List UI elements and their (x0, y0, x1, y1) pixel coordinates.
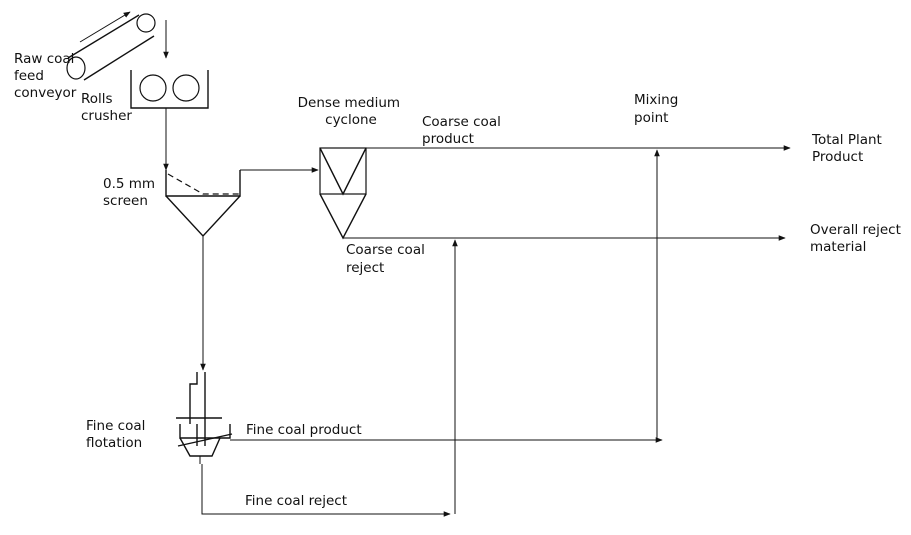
fine-reject-line (201, 464, 451, 517)
flotation-cell (176, 372, 233, 464)
overall-reject-label: Overall reject material (810, 222, 905, 255)
coarse-coal-reject-label: Coarse coal reject (346, 242, 429, 276)
fine-coal-product-label: Fine coal product (246, 422, 362, 438)
rolls-crusher-label: Rolls crusher (81, 91, 132, 124)
total-plant-product-label: Total Plant Product (811, 132, 886, 165)
conveyor-direction-arrow (79, 11, 131, 43)
rolls-crusher (130, 70, 209, 109)
mixing-point-label: Mixing point (634, 92, 683, 126)
fine-coal-reject-label: Fine coal reject (245, 493, 347, 509)
screen-unit (165, 170, 241, 238)
raw-coal-conveyor (66, 11, 156, 81)
raw-coal-label: Raw coal feed conveyor (14, 51, 79, 101)
dense-medium-cyclone (319, 147, 367, 240)
coarse-coal-product-label: Coarse coal product (422, 114, 505, 147)
fine-coal-flotation-label: Fine coal flotation (86, 418, 150, 451)
dense-medium-cyclone-label: Dense medium cyclone (298, 95, 405, 128)
screen-label: 0.5 mm screen (103, 176, 159, 209)
